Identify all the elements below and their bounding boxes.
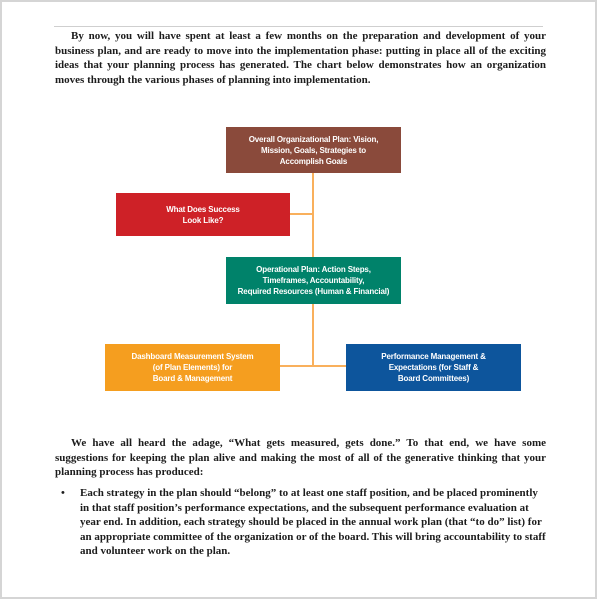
connector-success-branch — [289, 213, 313, 215]
flowchart-node-operational-plan-label: Operational Plan: Action Steps, Timefram… — [237, 265, 390, 296]
flowchart-node-operational-plan: Operational Plan: Action Steps, Timefram… — [226, 257, 401, 304]
flowchart-node-dashboard: Dashboard Measurement System (of Plan El… — [105, 344, 280, 391]
bullet-text: Each strategy in the plan should “belong… — [80, 487, 546, 558]
flowchart-node-overall-plan-label: Overall Organizational Plan: Vision, Mis… — [248, 134, 379, 166]
flowchart-node-performance-label: Performance Management & Expectations (f… — [381, 352, 486, 383]
bullet-icon: • — [61, 487, 65, 499]
connector-dashboard-performance — [280, 365, 346, 367]
flowchart-node-success-label: What Does Success Look Like? — [166, 204, 240, 225]
header-rule — [54, 26, 543, 27]
connector-overall-to-operational — [312, 173, 314, 257]
adage-paragraph: We have all heard the adage, “What gets … — [55, 437, 546, 479]
flowchart-node-dashboard-label: Dashboard Measurement System (of Plan El… — [131, 352, 254, 383]
intro-paragraph: By now, you will have spent at least a f… — [55, 30, 546, 86]
flowchart-node-performance: Performance Management & Expectations (f… — [346, 344, 521, 391]
flowchart-node-success: What Does Success Look Like? — [116, 193, 290, 236]
flowchart-node-overall-plan: Overall Organizational Plan: Vision, Mis… — [226, 127, 401, 173]
bullet-item: • Each strategy in the plan should “belo… — [55, 486, 546, 559]
connector-operational-down — [312, 303, 314, 367]
